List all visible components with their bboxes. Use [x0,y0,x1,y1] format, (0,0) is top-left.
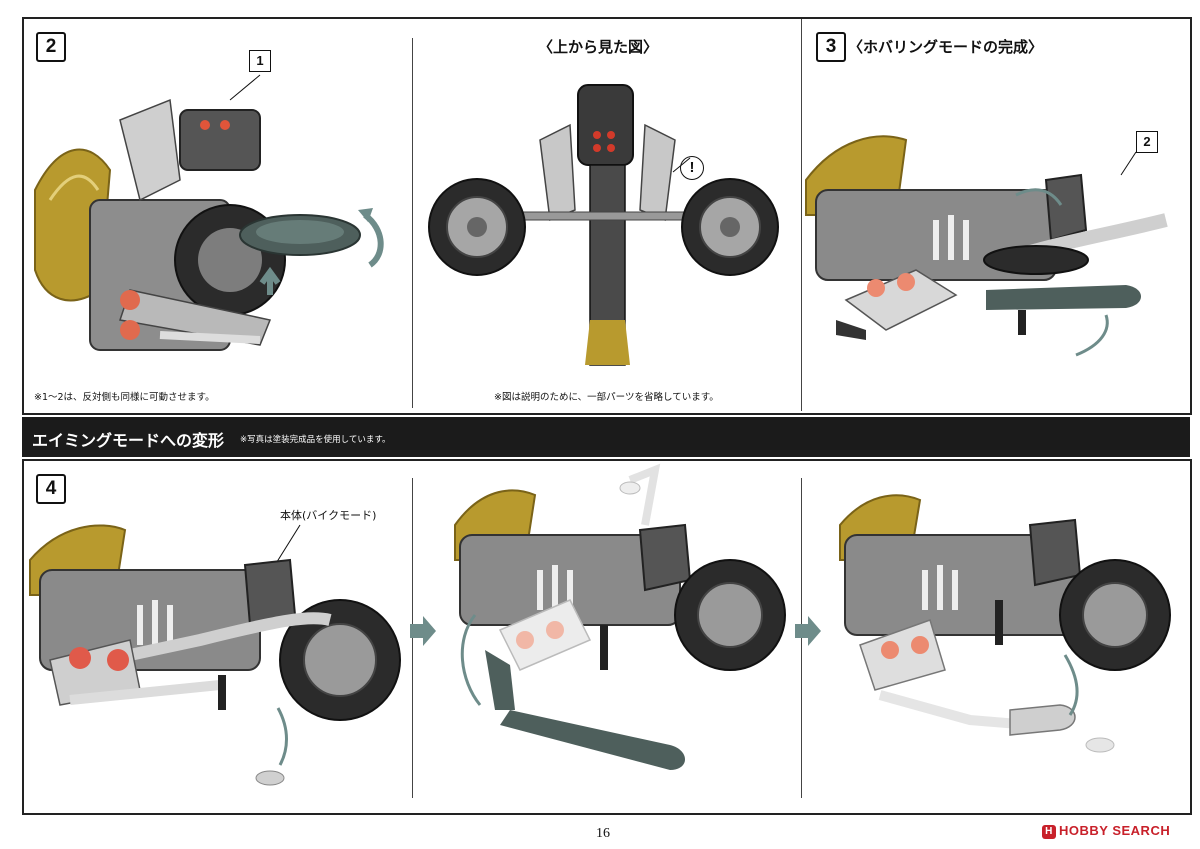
callout-2: 2 [1136,131,1158,153]
section-band: エイミングモードへの変形 ※写真は塗装完成品を使用しています。 [22,417,1190,457]
step-4-arrow-2 [795,616,821,646]
step-4-arrow-1 [410,616,436,646]
body-bike-mode-label: 本体(バイクモード) [280,509,377,522]
step-3-number: 3 [816,32,846,62]
page-number: 16 [596,826,610,841]
step-4-illustration [29,524,401,786]
step-3-illustration [805,135,1168,357]
top-view-illustration [428,84,779,366]
step-2-illustration [34,74,384,351]
top-divider-1 [412,38,413,408]
section-title: エイミングモードへの変形 [32,431,225,450]
top-divider-2 [801,19,802,411]
step-2-note: ※1〜2は、反対側も同様に可動させます。 [34,392,215,403]
section-note: ※写真は塗装完成品を使用しています。 [240,435,391,445]
step-4-number: 4 [36,474,66,504]
step-2-number: 2 [36,32,66,62]
top-view-note: ※図は説明のために、一部パーツを省略しています。 [494,392,719,403]
watermark-text: HOBBY SEARCH [1059,823,1171,838]
step-4b-illustration [454,463,786,770]
caution-icon: ! [680,156,704,180]
hobby-search-logo-icon: H [1042,825,1056,839]
top-view-title: 〈上から見た図〉 [538,38,659,56]
step-3-title: 〈ホバリングモードの完成〉 [848,38,1044,56]
step-4c-illustration [839,494,1171,753]
callout-1: 1 [249,50,271,72]
